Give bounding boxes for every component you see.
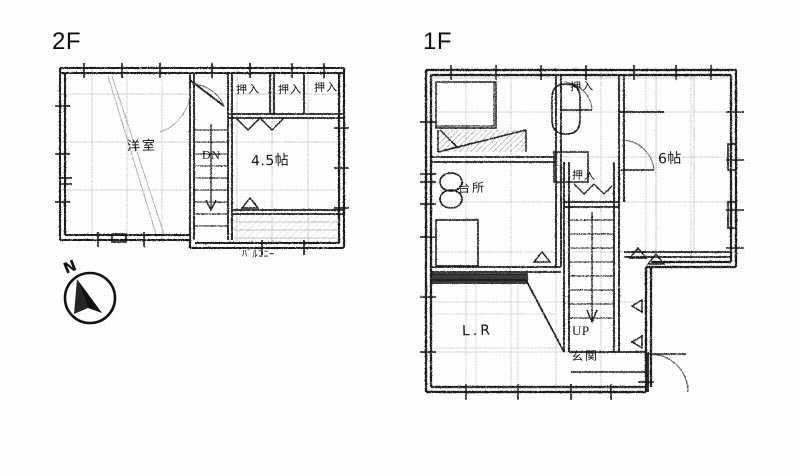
floor-caption-2f: 2F <box>52 28 82 55</box>
closet-label-2f-2: 押入 <box>277 82 303 97</box>
closet-label-1f-2: 押入 <box>571 168 597 183</box>
closet-label-2f-3: 押入 <box>313 80 339 95</box>
closet-label-1f-1: 押入 <box>569 79 595 94</box>
room-label-entrance-1f: 玄関 <box>570 348 600 364</box>
closet-label-2f-1: 押入 <box>235 82 261 97</box>
north-arrow-label: N <box>61 256 79 277</box>
floor-plan-1f: 押入 6帖 台所 押入 UP L.R 玄関 <box>406 52 756 412</box>
room-label-tatami-4p5-2f: 4.5帖 <box>250 152 290 170</box>
floor-caption-1f: 1F <box>423 28 453 55</box>
plan-2f-drawing <box>55 63 349 255</box>
plan-1f-drawing <box>420 65 744 400</box>
stairs-label-up-1f: UP <box>571 322 590 339</box>
room-label-balcony-2f: ﾊﾞﾙｺﾆｰ <box>241 248 275 261</box>
stairs-label-down-2f: DN <box>201 147 221 163</box>
room-label-kitchen-1f: 台所 <box>457 180 487 196</box>
room-label-western-room-2f: 洋室 <box>126 138 158 155</box>
room-label-living-room-1f: L.R <box>461 322 494 340</box>
floor-plan-2f: 洋室 DN 4.5帖 押入 押入 押入 ﾊﾞﾙｺﾆｰ <box>52 58 352 283</box>
room-label-tatami-6-1f: 6帖 <box>657 150 683 168</box>
north-arrow-drawing: N <box>61 256 117 325</box>
north-arrow: N <box>52 256 126 330</box>
